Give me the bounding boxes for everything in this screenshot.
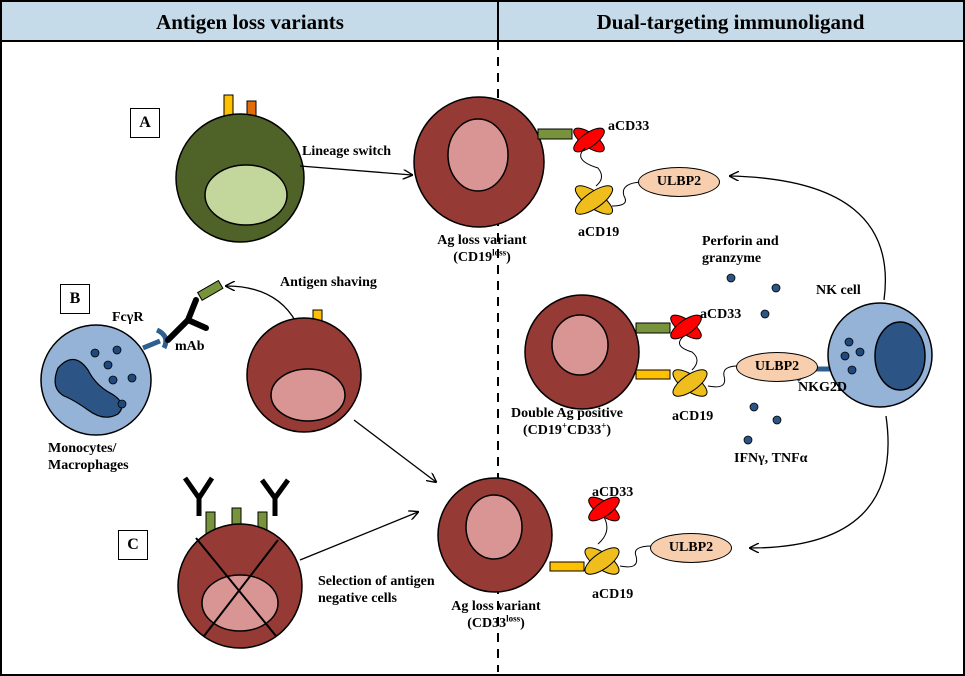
double-ag-positive-label: Double Ag positive (CD19+CD33+) <box>510 406 623 438</box>
nk-cell-label: NK cell <box>816 283 861 298</box>
panel-b-label: B <box>60 284 90 314</box>
antibody-mab <box>165 279 224 343</box>
nk-arrow-top <box>730 176 886 301</box>
acd33-label-bottom: aCD33 <box>592 485 634 500</box>
header-antigen-loss: Antigen loss variants <box>156 10 344 34</box>
perforin-granzyme-granules <box>726 273 781 319</box>
nk-arrow-bottom <box>750 415 889 548</box>
double-positive-cell <box>524 294 671 410</box>
lineage-switch-label: Lineage switch <box>302 144 392 159</box>
fcgr-label: FcγR <box>112 310 144 325</box>
monocytes-label: Monocytes/ Macrophages <box>48 441 129 473</box>
immunoligand-top <box>573 127 641 215</box>
immunoligand-middle <box>670 314 739 397</box>
ulbp2-bottom: ULBP2 <box>650 533 732 563</box>
cd33-loss-cell <box>437 477 585 593</box>
selection-arrow <box>299 512 418 561</box>
lineage-switch-arrow <box>299 165 412 175</box>
mab-label: mAb <box>175 339 205 354</box>
lineage-switch-cell <box>175 94 305 243</box>
acd19-label-bottom: aCD19 <box>592 587 634 602</box>
acd33-label-middle: aCD33 <box>700 307 742 322</box>
nk-cell <box>795 302 933 408</box>
header-band <box>0 0 965 42</box>
acd33-label-top: aCD33 <box>608 119 650 134</box>
panel-a-label: A <box>130 108 160 138</box>
acd19-label-middle: aCD19 <box>672 409 714 424</box>
cd33-loss-variant-label: Ag loss variant (CD33loss) <box>451 599 541 631</box>
cd19-loss-variant-label: Ag loss variant (CD19loss) <box>437 233 527 265</box>
antigen-shaving-label: Antigen shaving <box>280 275 377 290</box>
header-dual-targeting: Dual-targeting immunoligand <box>596 10 865 34</box>
ifn-tnf-label: IFNγ, TNFα <box>734 451 808 466</box>
panel-c-label: C <box>118 530 148 560</box>
cytokine-granules <box>743 402 782 445</box>
ulbp2-top: ULBP2 <box>638 167 720 197</box>
nkg2d-label: NKG2D <box>798 380 847 395</box>
macrophage <box>40 324 169 436</box>
antibody-targeted-cell <box>177 476 303 649</box>
selection-label: Selection of antigen negative cells <box>318 574 435 606</box>
acd19-label-top: aCD19 <box>578 225 620 240</box>
ulbp2-middle: ULBP2 <box>736 352 818 382</box>
antigen-shaving-arrow <box>226 286 297 323</box>
shaving-to-variant-arrow <box>353 419 436 482</box>
shaving-cell <box>246 309 362 433</box>
perforin-granzyme-label: Perforin and granzyme <box>702 234 779 266</box>
immunoligand-bottom <box>584 496 653 575</box>
cd19-loss-cell <box>413 96 573 228</box>
